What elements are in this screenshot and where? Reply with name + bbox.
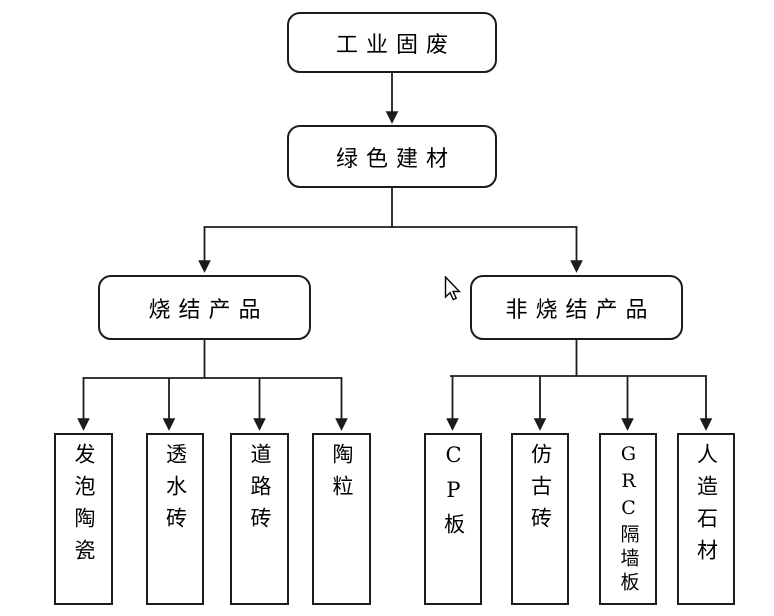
node-road-brick: 道路砖	[230, 433, 289, 605]
node-sintered-products: 烧结产品	[98, 275, 311, 340]
node-label: 非烧结产品	[505, 297, 656, 323]
node-label: 道路砖	[248, 443, 272, 539]
node-green-building-materials: 绿色建材	[287, 125, 497, 188]
node-label: 透水砖	[163, 443, 188, 539]
node-grc-partition-board: GRC隔墙板	[599, 433, 657, 605]
node-label: 工业固废	[335, 32, 456, 58]
node-ceramsite: 陶粒	[312, 433, 371, 605]
node-label: 仿古砖	[528, 443, 553, 539]
node-label: 陶粒	[330, 443, 354, 507]
node-artificial-stone: 人造石材	[677, 433, 735, 605]
node-antique-brick: 仿古砖	[511, 433, 569, 605]
node-label: 绿色建材	[335, 146, 456, 172]
arrow-pointer-icon	[444, 276, 462, 301]
node-label: CP板	[441, 443, 466, 545]
node-cp-board: CP板	[424, 433, 482, 605]
node-industrial-solid-waste: 工业固废	[287, 12, 497, 73]
node-label: 发泡陶瓷	[72, 443, 96, 571]
node-label: 人造石材	[694, 443, 719, 571]
node-non-sintered-products: 非烧结产品	[470, 275, 683, 340]
node-label: GRC隔墙板	[617, 443, 640, 596]
node-permeable-brick: 透水砖	[146, 433, 204, 605]
node-label: 烧结产品	[148, 297, 269, 323]
node-foamed-ceramics: 发泡陶瓷	[54, 433, 113, 605]
